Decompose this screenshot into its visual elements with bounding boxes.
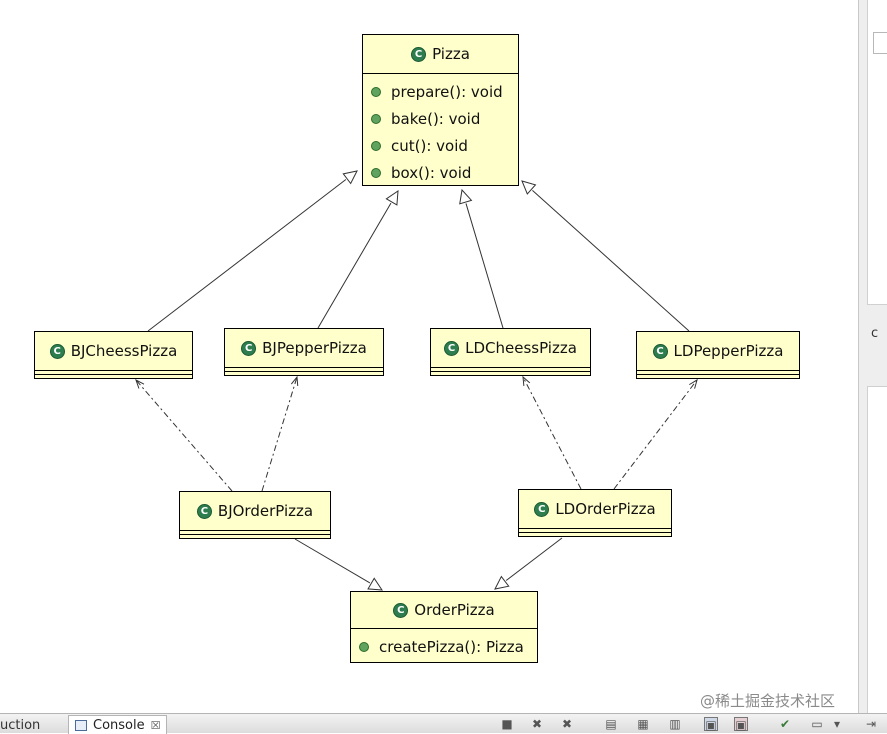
public-method-icon (371, 140, 381, 151)
class-name: BJCheessPizza (70, 342, 178, 360)
generalization-arrow-bjorder-to-order (294, 538, 383, 591)
panel-tab[interactable] (873, 32, 887, 54)
public-method-icon (371, 167, 381, 178)
scroll-lock-icon[interactable]: ▦ (637, 717, 649, 731)
class-header: C BJCheessPizza (35, 332, 192, 370)
uml-class-ldpepper[interactable]: C LDPepperPizza (636, 331, 800, 379)
class-separator (363, 73, 518, 74)
show-on-output-icon[interactable]: ▣ (704, 717, 718, 732)
class-icon: C (49, 343, 65, 359)
dependency-arrow-bjorder-to-bjcheess (135, 378, 233, 492)
class-separator (431, 371, 590, 372)
class-separator (637, 374, 799, 375)
clear-console-icon[interactable]: ▤ (605, 717, 617, 731)
watermark: @稀土掘金技术社区 (700, 692, 836, 710)
method-signature: createPizza(): Pizza (379, 637, 524, 656)
class-icon: C (196, 503, 212, 519)
class-header: C Pizza (363, 35, 518, 73)
generalization-arrow-bjcheess-to-pizza (147, 170, 358, 332)
right-side-panel: c (858, 0, 887, 713)
class-icon: C (652, 343, 668, 359)
console-tab-label: Console (93, 717, 145, 733)
class-separator (35, 370, 192, 371)
remove-all-icon[interactable]: ✖ (561, 717, 573, 731)
method-signature: box(): void (391, 163, 472, 182)
class-separator (351, 628, 537, 629)
class-header: C LDCheessPizza (431, 329, 590, 367)
method-row[interactable]: bake(): void (371, 105, 512, 132)
class-name: BJOrderPizza (217, 502, 314, 520)
method-row[interactable]: cut(): void (371, 132, 512, 159)
terminate-icon[interactable]: ■ (501, 717, 513, 731)
panel-label: c (871, 326, 879, 341)
class-separator (225, 367, 383, 368)
class-icon: C (444, 340, 460, 356)
class-header: C BJOrderPizza (180, 492, 330, 530)
panel-bottom-box (867, 386, 887, 713)
display-console-icon[interactable]: ▭ (811, 717, 823, 731)
class-header: C LDOrderPizza (519, 490, 671, 528)
dependency-arrow-bjorder-to-bjpepper (261, 375, 299, 492)
class-header: C BJPepperPizza (225, 329, 383, 367)
class-name: BJPepperPizza (262, 339, 367, 357)
method-signature: bake(): void (391, 109, 481, 128)
class-separator (180, 530, 330, 531)
method-list: createPizza(): Pizza (351, 629, 537, 662)
class-icon: C (534, 501, 550, 517)
class-icon: C (393, 602, 409, 618)
class-separator (180, 534, 330, 535)
generalization-arrow-ldpepper-to-pizza (521, 180, 690, 332)
uml-class-bjorder[interactable]: C BJOrderPizza (179, 491, 331, 539)
class-separator (637, 370, 799, 371)
class-header: C LDPepperPizza (637, 332, 799, 370)
public-method-icon (371, 86, 381, 97)
dependency-arrow-ldorder-to-ldcheess (522, 375, 582, 490)
class-name: LDPepperPizza (673, 342, 784, 360)
uml-class-pizza[interactable]: C Pizza prepare(): void bake(): void cut(): … (362, 34, 519, 186)
uml-class-bjcheess[interactable]: C BJCheessPizza (34, 331, 193, 379)
pin-console-icon[interactable]: ✔ (779, 717, 791, 731)
panel-top-box (867, 0, 887, 305)
class-icon: C (241, 340, 257, 356)
console-icon (75, 719, 87, 731)
uml-class-ldorder[interactable]: C LDOrderPizza (518, 489, 672, 537)
chevron-down-icon[interactable]: ▾ (833, 717, 841, 731)
method-row[interactable]: box(): void (371, 159, 512, 186)
uml-class-bjpepper[interactable]: C BJPepperPizza (224, 328, 384, 376)
uml-diagram-canvas: C Pizza prepare(): void bake(): void cut(): … (34, 34, 800, 663)
relationship-lines (135, 170, 698, 591)
public-method-icon (371, 113, 381, 124)
class-separator (519, 532, 671, 533)
method-row[interactable]: prepare(): void (371, 78, 512, 105)
dependency-arrow-ldorder-to-ldpepper (613, 378, 698, 490)
class-icon: C (411, 46, 427, 62)
public-method-icon (359, 641, 369, 652)
class-name: LDCheessPizza (465, 339, 577, 357)
class-name: OrderPizza (414, 601, 495, 619)
generalization-arrow-ldcheess-to-pizza (459, 188, 504, 329)
previous-view-tab[interactable]: uction (0, 718, 41, 733)
method-row[interactable]: createPizza(): Pizza (359, 633, 531, 660)
close-icon[interactable]: ☒ (150, 718, 161, 732)
bottom-view-bar: uction Console ☒ ■ ✖ ✖ ▤ ▦ ▥ ▣ ▣ ✔ ▭ ▾ ⇥ (0, 713, 887, 734)
method-list: prepare(): void bake(): void cut(): void bo… (363, 74, 518, 188)
class-separator (431, 367, 590, 368)
class-name: Pizza (432, 45, 470, 63)
open-console-icon[interactable]: ⇥ (865, 717, 877, 731)
generalization-arrow-bjpepper-to-pizza (317, 190, 399, 329)
remove-launch-icon[interactable]: ✖ (531, 717, 543, 731)
console-tab[interactable]: Console ☒ (68, 715, 168, 734)
class-separator (519, 528, 671, 529)
generalization-arrow-ldorder-to-order (494, 537, 563, 590)
method-signature: prepare(): void (391, 82, 503, 101)
method-signature: cut(): void (391, 136, 468, 155)
class-separator (35, 374, 192, 375)
uml-class-order[interactable]: C OrderPizza createPizza(): Pizza (350, 591, 538, 663)
class-name: LDOrderPizza (555, 500, 656, 518)
word-wrap-icon[interactable]: ▥ (669, 717, 681, 731)
show-on-error-icon[interactable]: ▣ (734, 717, 748, 732)
class-separator (225, 371, 383, 372)
uml-class-ldcheess[interactable]: C LDCheessPizza (430, 328, 591, 376)
class-header: C OrderPizza (351, 592, 537, 628)
